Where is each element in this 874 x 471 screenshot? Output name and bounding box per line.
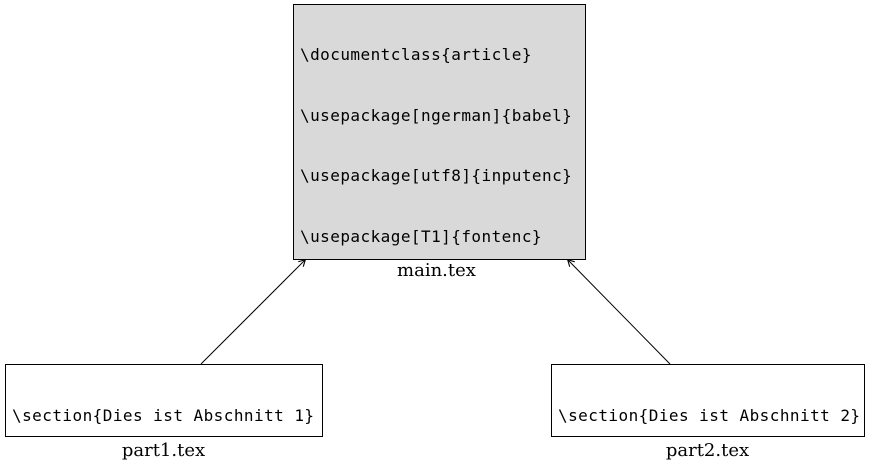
code-line: \usepackage[utf8]{inputenc} xyxy=(300,166,573,186)
code-line: \section{Dies ist Abschnitt 2} xyxy=(558,406,861,425)
main-tex-box: \documentclass{article} \usepackage[nger… xyxy=(293,4,586,260)
arrow-part1-to-main xyxy=(200,258,307,365)
arrow-part2-to-main xyxy=(566,258,671,365)
part2-tex-label: part2.tex xyxy=(665,440,750,461)
code-line: \usepackage[ngerman]{babel} xyxy=(300,105,573,125)
code-line: \documentclass{article} xyxy=(300,45,532,64)
main-tex-label: main.tex xyxy=(397,260,476,281)
part2-tex-box: \section{Dies ist Abschnitt 2} Hier ein … xyxy=(551,364,865,437)
code-line: \usepackage[T1]{fontenc} xyxy=(300,227,542,247)
part1-tex-label: part1.tex xyxy=(121,440,206,461)
part1-tex-box: \section{Dies ist Abschnitt 1} Hier ein … xyxy=(5,364,323,437)
code-line: \section{Dies ist Abschnitt 1} xyxy=(12,406,315,425)
